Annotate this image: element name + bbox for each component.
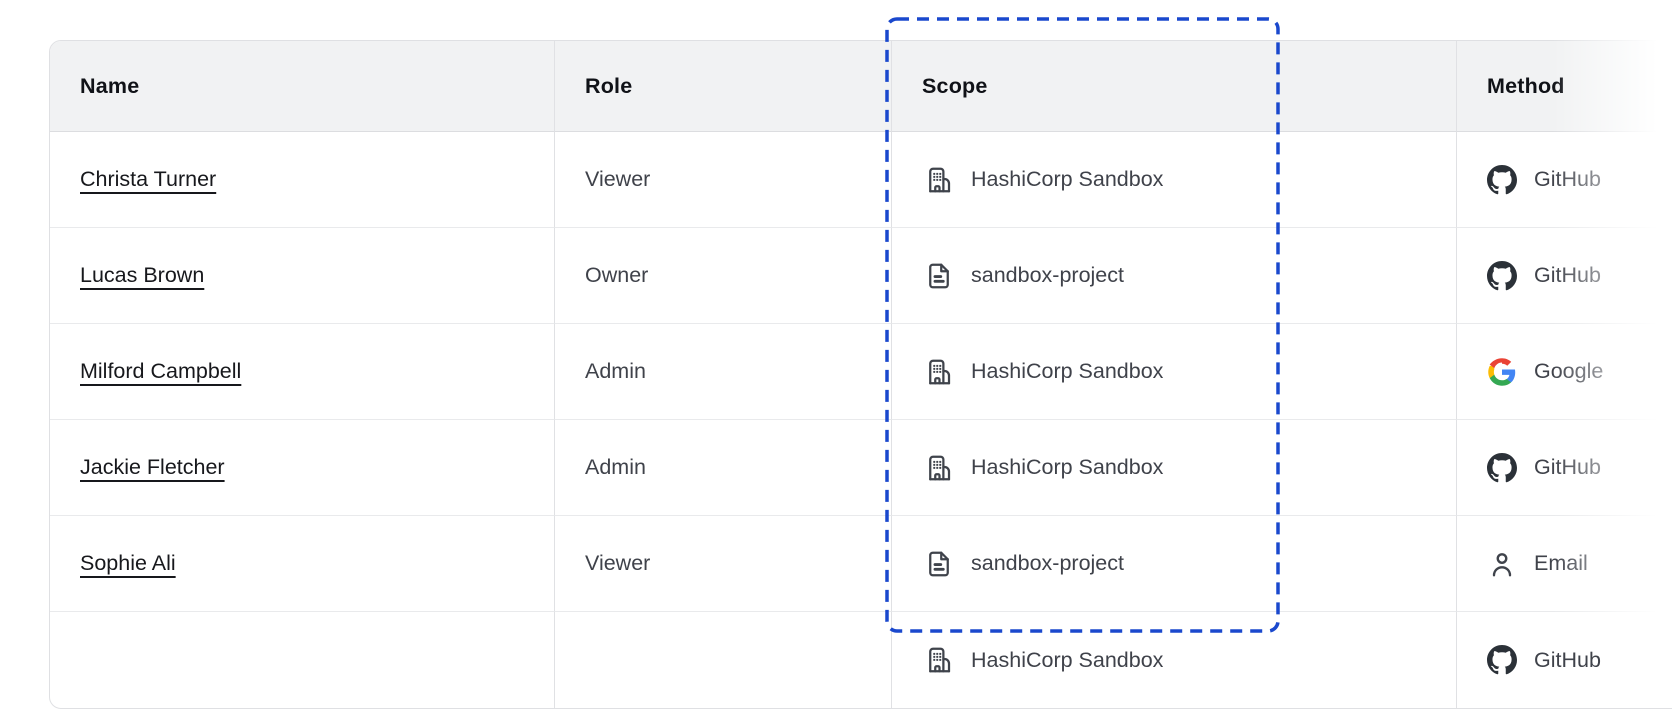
name-cell: Milford Campbell (50, 324, 554, 420)
role-cell: Admin (554, 324, 891, 420)
github-icon (1487, 260, 1517, 291)
method-cell: GitHub (1456, 228, 1672, 324)
scope-cell: sandbox-project (891, 228, 1456, 324)
table-row: Christa Turner Viewer HashiCorp Sandbox Git… (50, 132, 1672, 228)
scope-cell: HashiCorp Sandbox (891, 132, 1456, 228)
scope-cell: HashiCorp Sandbox (891, 420, 1456, 516)
scope-label: HashiCorp Sandbox (971, 359, 1164, 383)
column-header-label: Name (80, 73, 140, 98)
table-row: Milford Campbell Admin HashiCorp Sandbox Go… (50, 324, 1672, 420)
role-cell: Viewer (554, 132, 891, 228)
column-header-label: Method (1487, 73, 1565, 98)
column-header-label: Scope (922, 73, 988, 98)
role-cell (554, 612, 891, 708)
method-cell: Email (1456, 516, 1672, 612)
role-cell: Admin (554, 420, 891, 516)
table-row: Sophie Ali Viewer sandbox-project Email (50, 516, 1672, 612)
file-icon (924, 549, 954, 579)
method-cell: GitHub (1456, 420, 1672, 516)
scope-cell: HashiCorp Sandbox (891, 612, 1456, 708)
table-row: HashiCorp Sandbox GitHub (50, 612, 1672, 708)
column-header-role: Role (554, 41, 891, 132)
member-name-link[interactable]: Lucas Brown (80, 263, 205, 287)
scope-label: HashiCorp Sandbox (971, 647, 1164, 672)
member-name-link[interactable]: Sophie Ali (80, 551, 176, 575)
column-header-scope: Scope (891, 41, 1456, 132)
github-icon (1487, 164, 1517, 195)
file-icon (924, 261, 954, 291)
building-icon (924, 165, 954, 195)
scope-label: HashiCorp Sandbox (971, 455, 1164, 479)
method-label: GitHub (1534, 167, 1601, 191)
name-cell: Sophie Ali (50, 516, 554, 612)
scope-cell: HashiCorp Sandbox (891, 324, 1456, 420)
method-label: GitHub (1534, 455, 1601, 479)
role-cell: Viewer (554, 516, 891, 612)
method-cell: GitHub (1456, 132, 1672, 228)
method-label: GitHub (1534, 263, 1601, 287)
method-label: GitHub (1534, 647, 1601, 672)
method-label: Google (1534, 359, 1604, 383)
role-label: Viewer (585, 551, 651, 575)
scope-label: sandbox-project (971, 551, 1124, 575)
role-label: Admin (585, 359, 646, 383)
github-icon (1487, 452, 1517, 483)
method-cell: GitHub (1456, 612, 1672, 708)
scope-label: sandbox-project (971, 263, 1124, 287)
method-label: Email (1534, 551, 1588, 575)
table-row: Jackie Fletcher Admin HashiCorp Sandbox Git… (50, 420, 1672, 516)
name-cell: Jackie Fletcher (50, 420, 554, 516)
building-icon (924, 453, 954, 483)
method-cell: Google (1456, 324, 1672, 420)
table-row: Lucas Brown Owner sandbox-project GitHub (50, 228, 1672, 324)
table-header-row: Name Role Scope Method (50, 41, 1672, 132)
member-name-link[interactable]: Christa Turner (80, 167, 217, 191)
column-header-name: Name (50, 41, 554, 132)
column-header-label: Role (585, 73, 633, 98)
github-icon (1487, 645, 1517, 675)
scope-cell: sandbox-project (891, 516, 1456, 612)
google-icon (1487, 357, 1517, 387)
email-icon (1487, 549, 1517, 579)
column-header-method: Method (1456, 41, 1672, 132)
name-cell: Christa Turner (50, 132, 554, 228)
name-cell: Lucas Brown (50, 228, 554, 324)
name-cell (50, 612, 554, 708)
role-label: Owner (585, 263, 649, 287)
role-label: Admin (585, 455, 646, 479)
scope-label: HashiCorp Sandbox (971, 167, 1164, 191)
role-cell: Owner (554, 228, 891, 324)
role-label: Viewer (585, 167, 651, 191)
building-icon (924, 645, 954, 675)
building-icon (924, 357, 954, 387)
member-name-link[interactable]: Milford Campbell (80, 359, 242, 383)
member-name-link[interactable]: Jackie Fletcher (80, 455, 225, 479)
